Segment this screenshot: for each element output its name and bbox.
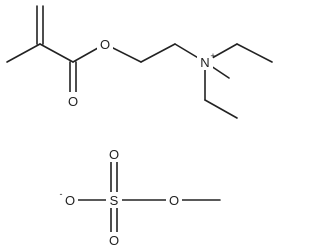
oxide-oxygen-label: O: [65, 193, 75, 208]
anion-structure: O - S O O O: [60, 146, 221, 247]
bond-alkene-carbonyl: [39, 43, 74, 63]
bond-alkene-methyl: [6, 43, 41, 63]
bond-n-ethyl-upper-2: [236, 43, 273, 63]
sulfonyl-oxygen-top-label: O: [109, 147, 119, 162]
sulfonyl-oxygen-bottom-label: O: [109, 233, 119, 247]
bond-n-ethyl-lower-2: [204, 99, 238, 119]
oxide-charge: -: [60, 189, 63, 199]
nitrogen-label: N: [200, 55, 209, 70]
ester-oxygen-label: O: [100, 37, 110, 52]
bond-ch2-ch2: [140, 43, 176, 63]
nitrogen-charge: +: [210, 51, 215, 61]
sulfur-label: S: [110, 193, 119, 208]
cation-structure: O O N +: [6, 5, 273, 119]
methoxy-oxygen-label: O: [169, 193, 179, 208]
carbonyl-oxygen-label: O: [68, 94, 78, 109]
chemical-structure-diagram: O O N + O - S O O O: [6, 5, 273, 247]
